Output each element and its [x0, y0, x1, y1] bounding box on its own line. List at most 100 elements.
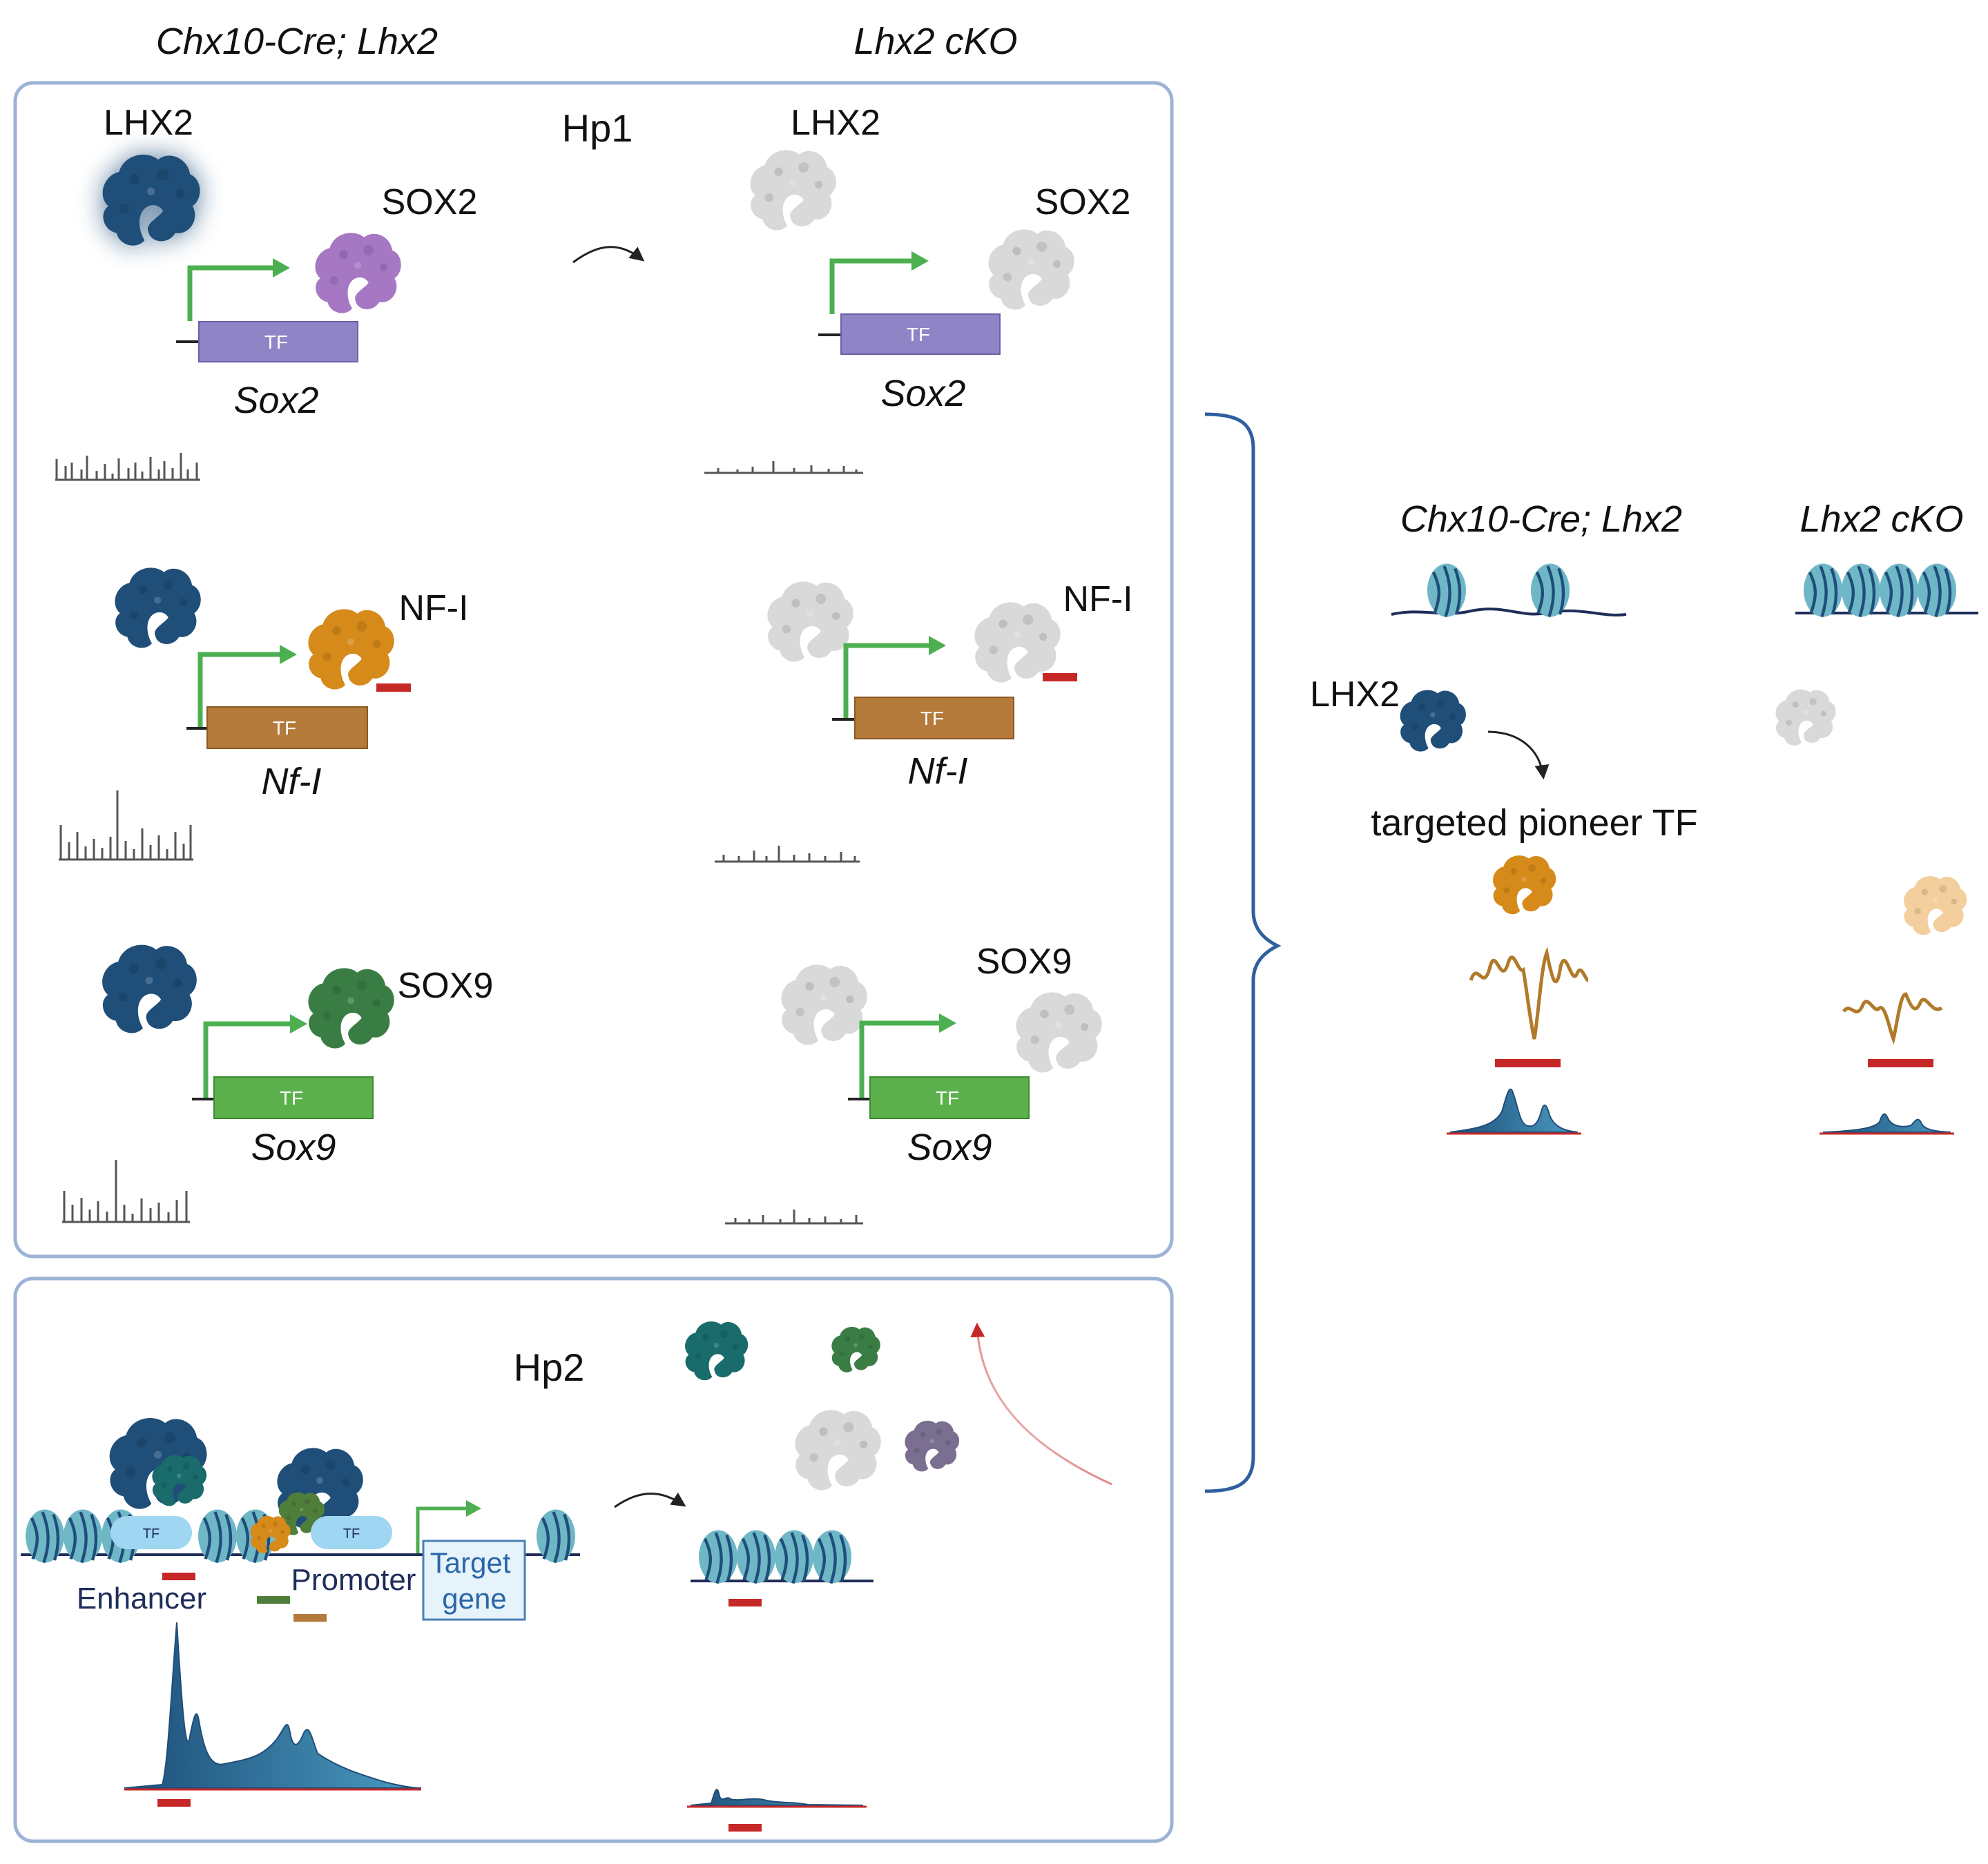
row1-wt-gene-box — [198, 321, 358, 362]
row1-ko-track — [704, 461, 863, 474]
summary-curved-arrow — [1487, 730, 1550, 780]
free-teal-protein — [685, 1321, 749, 1381]
row2-wt-nfi-label: NF-I — [398, 588, 468, 628]
row1-wt-gene-name: Sox2 — [233, 380, 318, 421]
hp2-promoter-label: Promoter — [291, 1563, 416, 1597]
row2-ko-lhx2-protein — [767, 581, 853, 662]
hp2-tf-pill-1-label: TF — [143, 1526, 160, 1542]
row1-ko-gene-name: Sox2 — [880, 373, 965, 414]
row1-wt-tss-arrow — [187, 265, 273, 321]
header-left-genotype: Chx10-Cre; Lhx2 — [156, 21, 438, 62]
nucleosome — [64, 1510, 102, 1563]
hp2-ko-red-bar — [728, 1599, 762, 1606]
free-gray-protein — [795, 1410, 881, 1491]
summary-wt-peak — [1449, 1088, 1579, 1133]
free-purple-protein — [905, 1420, 960, 1472]
hp2-ko-peak-red-bar — [728, 1824, 762, 1832]
sox9-protein — [308, 968, 394, 1049]
summary-ko-peak — [1822, 1113, 1951, 1133]
row2-ko-nfi-label: NF-I — [1063, 579, 1132, 619]
row3-wt-lhx2-protein — [102, 944, 197, 1033]
row1-wt-lhx2-label: LHX2 — [104, 103, 193, 143]
row3-wt-track — [62, 1160, 190, 1223]
ko-sox2-protein — [988, 229, 1074, 310]
row3-wt-gene-box — [213, 1076, 374, 1119]
summary-ko-nucleosome — [1918, 564, 1956, 617]
target-line-1: Target — [430, 1546, 511, 1579]
ko-lhx2-protein — [750, 150, 836, 231]
row2-ko-red-bar — [1043, 673, 1077, 681]
row2-ko-arrowhead — [929, 636, 946, 655]
row2-wt-lhx2-protein — [115, 567, 201, 648]
row1-ko-arrowhead — [911, 251, 929, 271]
summary-ko-label: Lhx2 cKO — [1799, 498, 1963, 540]
row3-wt-sox9-label: SOX9 — [398, 966, 494, 1006]
hp2-target-gene-label: Target gene — [430, 1546, 519, 1615]
hp1-arrow — [572, 246, 645, 264]
hp2-arrow — [614, 1492, 686, 1508]
summary-ko-pioneer-protein — [1904, 876, 1967, 935]
row2-wt-tss-arrow — [197, 652, 280, 728]
nucleosome — [198, 1510, 237, 1563]
row3-ko-gene-name: Sox9 — [907, 1127, 992, 1168]
hp2-tss-arrowhead — [466, 1500, 481, 1517]
row3-wt-arrowhead — [290, 1014, 307, 1033]
row1-wt-track — [55, 453, 200, 481]
hp2-brown-bar — [293, 1614, 327, 1622]
hp1-panel — [13, 81, 1174, 1259]
row2-ko-gene-box — [854, 697, 1014, 739]
summary-wt-nucleosome — [1427, 564, 1466, 617]
row1-ko-lhx2-label: LHX2 — [791, 103, 880, 143]
hp2-wt-peak — [124, 1622, 422, 1789]
row3-wt-gene-name: Sox9 — [251, 1127, 336, 1168]
nucleosome — [537, 1510, 575, 1563]
summary-wt-pioneer-protein — [1493, 855, 1556, 915]
hp2-enhancer-label: Enhancer — [77, 1582, 206, 1615]
hp2-ko-peak — [690, 1789, 864, 1806]
row1-wt-gene-box-label: TF — [264, 331, 288, 353]
row1-ko-gene-box-label: TF — [907, 324, 930, 345]
summary-ko-nucleosome — [1880, 564, 1918, 617]
nucleosome — [26, 1510, 64, 1563]
hp2-panel — [13, 1276, 1174, 1843]
row2-ko-tss-arrow — [843, 643, 929, 718]
row1-wt-sox2-label: SOX2 — [382, 182, 478, 222]
summary-pioneer-label: targeted pioneer TF — [1371, 802, 1697, 844]
row2-ko-gene-box-label: TF — [920, 708, 944, 729]
summary-lhx2-label: LHX2 — [1310, 674, 1400, 715]
row1-ko-tss-arrow — [829, 258, 911, 314]
ko-nfi-protein — [974, 602, 1061, 683]
hp2-tf-pill-1 — [110, 1516, 192, 1549]
row3-ko-track — [725, 1210, 863, 1225]
hp2-enhancer-red-bar — [162, 1573, 195, 1580]
ko-nucleosome — [813, 1531, 851, 1584]
hp1-label: Hp1 — [562, 106, 633, 150]
summary-wt-dna — [1391, 608, 1627, 617]
free-green-protein — [831, 1327, 880, 1372]
row2-wt-gene-name: Nf-I — [262, 761, 322, 802]
summary-ko-lhx2-protein — [1775, 689, 1836, 746]
ko-nucleosome — [699, 1531, 737, 1584]
row3-ko-tss-arrow — [859, 1020, 939, 1098]
hp2-label: Hp2 — [514, 1346, 585, 1389]
ko-nucleosome — [775, 1531, 813, 1584]
row3-ko-arrowhead — [939, 1013, 956, 1033]
hp2-red-arrow — [970, 1322, 1112, 1486]
row2-wt-gene-box-label: TF — [273, 717, 296, 739]
row2-wt-arrowhead — [280, 645, 297, 664]
summary-wt-red-bar — [1495, 1059, 1561, 1067]
row3-ko-sox9-label: SOX9 — [976, 942, 1072, 982]
row2-wt-track — [59, 790, 193, 861]
row2-ko-gene-name: Nf-I — [908, 750, 968, 792]
hp2-tf-pill-2 — [311, 1516, 392, 1549]
summary-lhx2-protein — [1400, 690, 1466, 752]
hp2-target-gene-box — [422, 1540, 526, 1621]
row1-ko-gene-box — [840, 313, 1001, 355]
row2-wt-gene-box — [206, 706, 368, 749]
row2-wt-red-bar — [376, 683, 411, 692]
summary-wt-footprint — [1469, 946, 1590, 1040]
summary-ko-nucleosome — [1842, 564, 1880, 617]
hp2-tss-arrow — [416, 1506, 466, 1553]
row3-ko-gene-box-label: TF — [936, 1087, 959, 1109]
